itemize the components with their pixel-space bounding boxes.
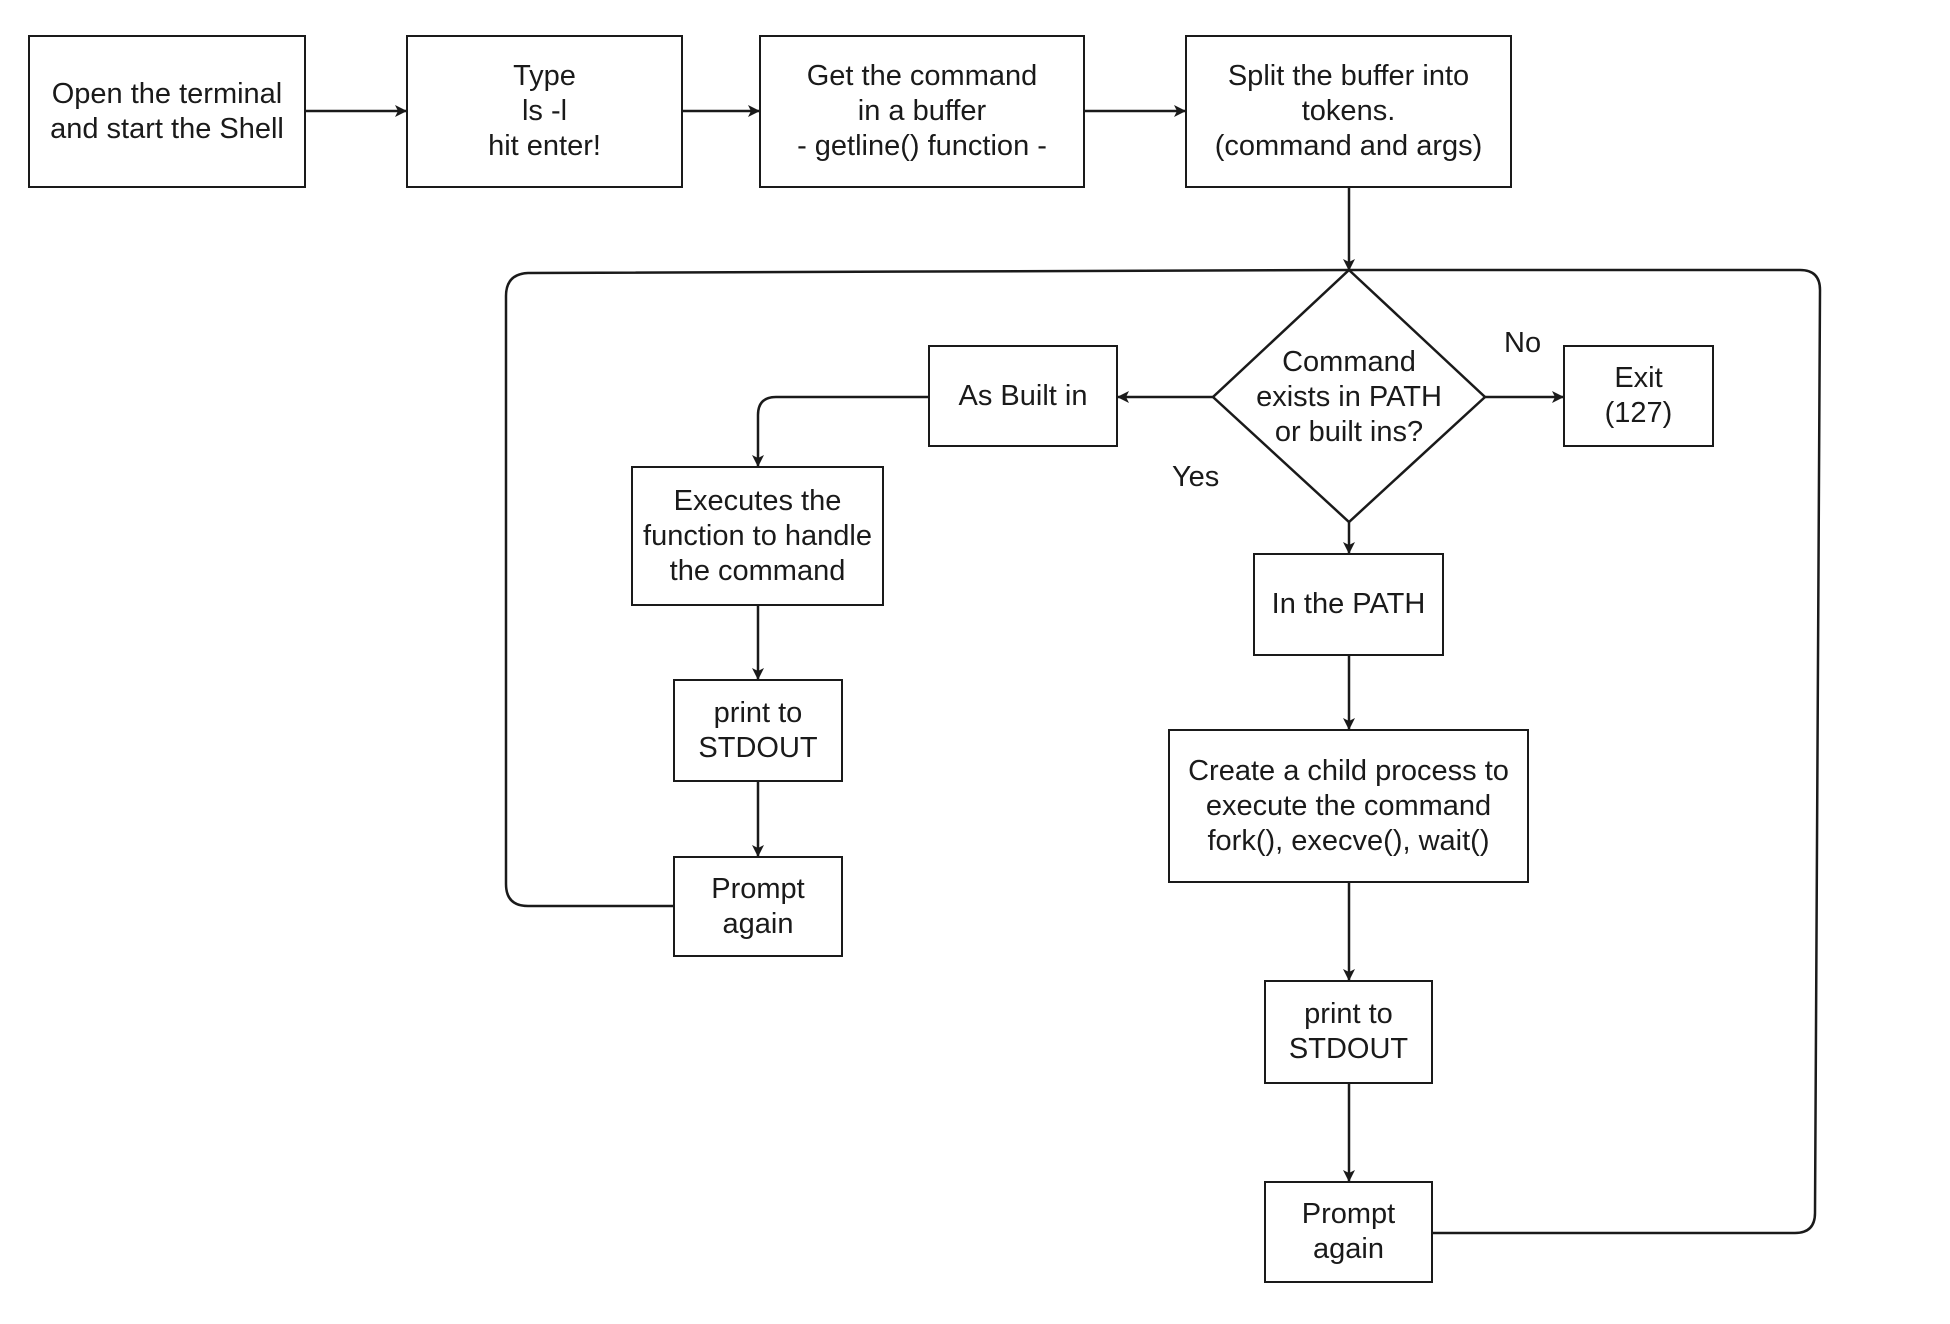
create-child-process-box: Create a child process to execute the co… [1168,729,1529,883]
print-stdout-right-box: print to STDOUT [1264,980,1433,1084]
open-terminal-box: Open the terminal and start the Shell [28,35,306,188]
edge-builtin-to-executes [752,395,928,467]
executes-function-box: Executes the function to handle the comm… [631,466,884,606]
print-stdout-left-box: print to STDOUT [673,679,843,782]
open-terminal-label: Open the terminal and start the Shell [50,77,284,145]
get-command-label: Get the command in a buffer - getline() … [797,60,1047,162]
in-the-path-box: In the PATH [1253,553,1444,656]
prompt-again-left-box: Prompt again [673,856,843,957]
print-stdout-left-label: print to STDOUT [698,696,818,764]
prompt-again-right-label: Prompt again [1301,1198,1396,1265]
in-the-path-label: In the PATH [1271,588,1426,620]
prompt-again-right-box: Prompt again [1264,1181,1433,1283]
type-command-box: Type ls -l hit enter! [406,35,683,188]
split-buffer-box: Split the buffer into tokens. (command a… [1185,35,1512,188]
executes-function-label: Executes the function to handle the comm… [643,484,872,587]
yes-label: Yes [1172,461,1220,493]
no-label: No [1504,327,1542,359]
create-child-process-label: Create a child process to execute the co… [1188,754,1509,857]
exit-label: Exit (127) [1604,362,1673,429]
get-command-box: Get the command in a buffer - getline() … [759,35,1085,188]
edge-prompt-right-loop [1349,268,1822,1235]
as-built-in-label: As Built in [958,379,1088,412]
split-buffer-label: Split the buffer into tokens. (command a… [1214,60,1483,162]
type-command-label: Type ls -l hit enter! [488,60,601,162]
exit-box: Exit (127) [1563,345,1714,447]
decision-diamond [1211,268,1487,524]
print-stdout-right-label: print to STDOUT [1288,998,1409,1065]
as-built-in-box: As Built in [928,345,1118,447]
decision-label: Command exists in PATH or built ins? [1256,345,1442,448]
prompt-again-left-label: Prompt again [711,872,805,940]
edge-prompt-left-loop [504,268,1350,908]
